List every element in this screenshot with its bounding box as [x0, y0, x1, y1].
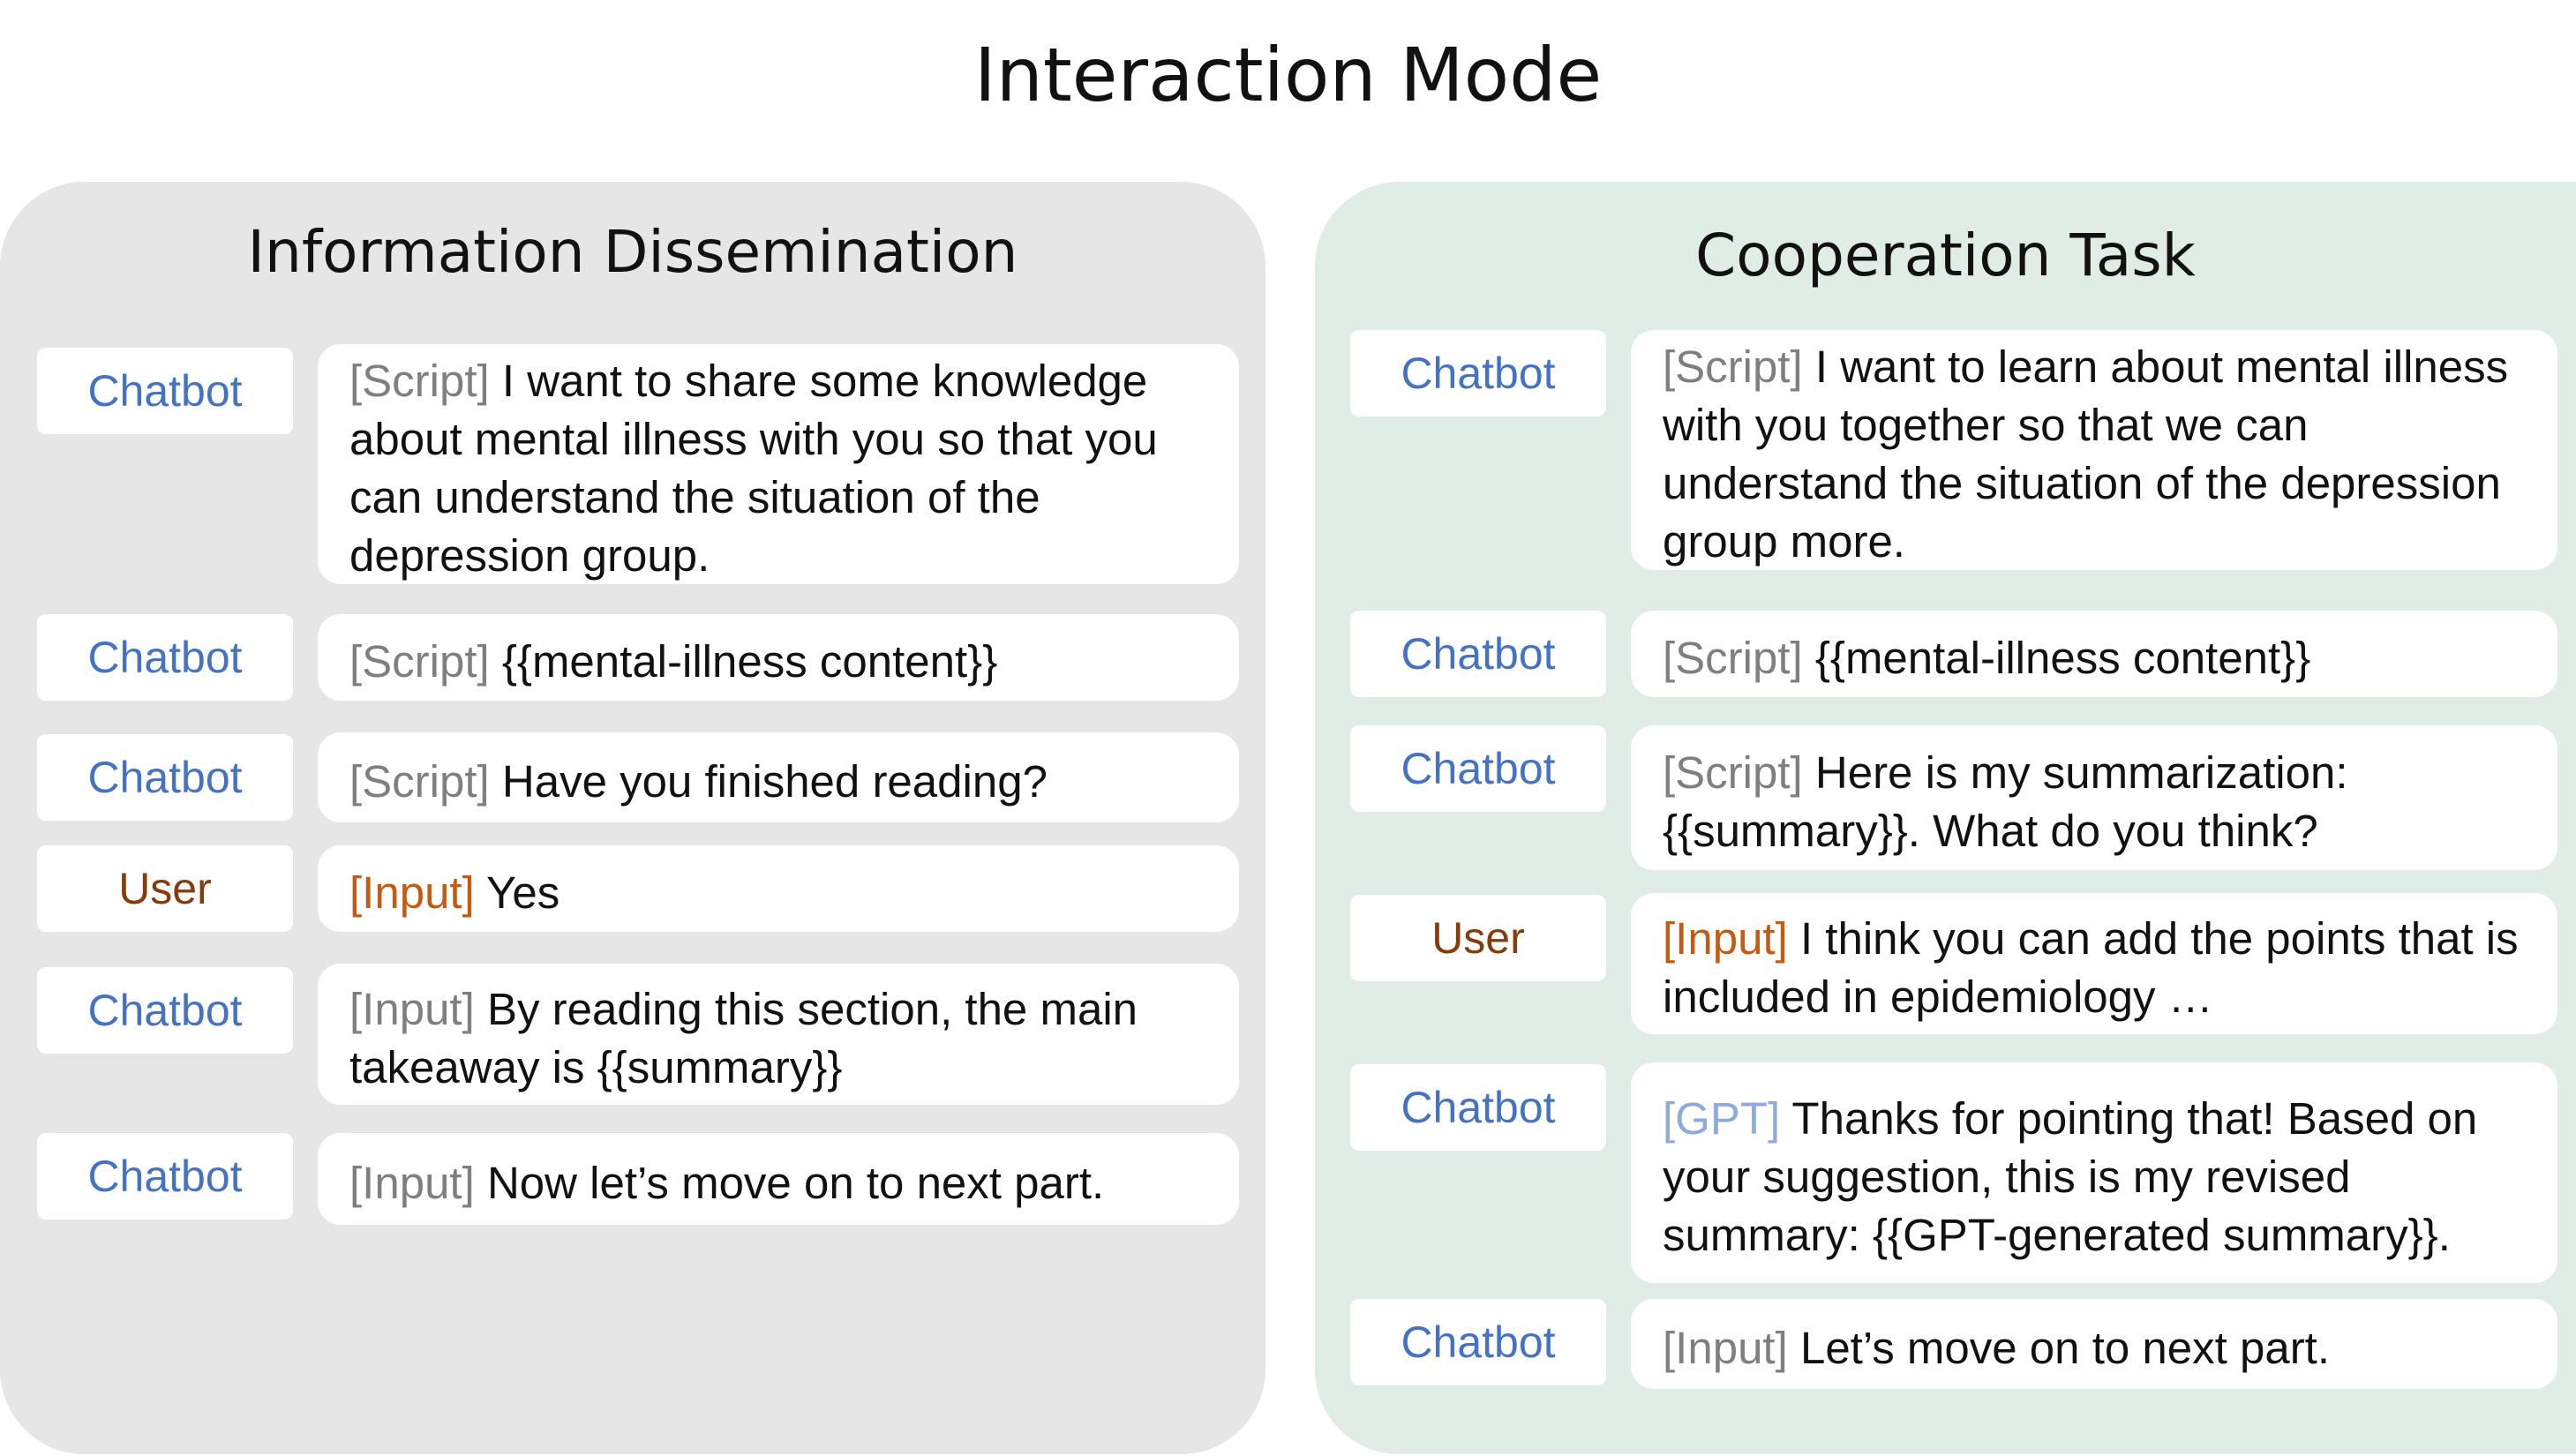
message-text: I think you can add the points that is i…	[1663, 913, 2519, 1022]
message-text: Have you finished reading?	[489, 756, 1048, 807]
message-text: I want to share some knowledge about men…	[349, 356, 1158, 581]
panel-title: Information Dissemination	[247, 218, 1018, 286]
panel-cooperation-task: Cooperation Task Chatbot [Script] I want…	[1315, 182, 2576, 1454]
message-bubble: [Input] Yes	[318, 845, 1239, 932]
message-tag: [Input]	[349, 867, 475, 918]
main-title: Interaction Mode	[973, 32, 1603, 118]
message-bubble: [Input] By reading this section, the mai…	[318, 964, 1239, 1105]
message-bubble: [Script] Here is my summarization: {{sum…	[1631, 725, 2557, 870]
role-label-user: User	[37, 845, 293, 932]
message-tag: [Script]	[349, 756, 490, 807]
message-bubble: [Script] {{mental-illness content}}	[318, 614, 1239, 701]
message-bubble: [Input] I think you can add the points t…	[1631, 893, 2557, 1034]
message-tag: [Input]	[1663, 913, 1788, 964]
message-tag: [Script]	[1663, 341, 1803, 392]
message-bubble: [Script] Have you finished reading?	[318, 732, 1239, 822]
role-label-chatbot: Chatbot	[37, 734, 293, 821]
message-bubble: [Script] {{mental-illness content}}	[1631, 611, 2557, 697]
role-label-chatbot: Chatbot	[1350, 611, 1606, 697]
role-label-chatbot: Chatbot	[1350, 1299, 1606, 1385]
message-text: {{mental-illness content}}	[1802, 633, 2311, 683]
message-bubble: [Input] Now let’s move on to next part.	[318, 1133, 1239, 1225]
message-tag: [Script]	[349, 356, 490, 406]
message-bubble: [Script] I want to share some knowledge …	[318, 344, 1239, 584]
message-text: By reading this section, the main takeaw…	[349, 984, 1138, 1092]
message-tag: [Script]	[349, 636, 490, 687]
role-label-user: User	[1350, 895, 1606, 981]
role-label-chatbot: Chatbot	[37, 614, 293, 701]
message-tag: [Input]	[349, 984, 475, 1034]
role-label-chatbot: Chatbot	[1350, 725, 1606, 812]
message-text: Here is my summarization: {{summary}}. W…	[1663, 747, 2348, 856]
message-tag: [Script]	[1663, 747, 1803, 798]
role-label-chatbot: Chatbot	[37, 967, 293, 1054]
role-label-chatbot: Chatbot	[1350, 330, 1606, 417]
panel-information-dissemination: Information Dissemination Chatbot [Scrip…	[0, 182, 1265, 1454]
message-bubble: [Input] Let’s move on to next part.	[1631, 1299, 2557, 1389]
message-text: Let’s move on to next part.	[1787, 1323, 2331, 1373]
panel-title: Cooperation Task	[1695, 221, 2196, 289]
message-tag: [GPT]	[1663, 1093, 1781, 1144]
message-text: Now let’s move on to next part.	[474, 1158, 1105, 1208]
message-text: Yes	[474, 867, 560, 918]
role-label-chatbot: Chatbot	[37, 1133, 293, 1220]
message-tag: [Script]	[1663, 633, 1803, 683]
message-tag: [Input]	[1663, 1323, 1788, 1373]
message-text: {{mental-illness content}}	[489, 636, 998, 687]
message-tag: [Input]	[349, 1158, 475, 1208]
message-text: I want to learn about mental illness wit…	[1663, 341, 2509, 567]
message-bubble: [Script] I want to learn about mental il…	[1631, 330, 2557, 570]
message-text: Thanks for pointing that! Based on your …	[1663, 1093, 2478, 1260]
role-label-chatbot: Chatbot	[37, 348, 293, 434]
message-bubble: [GPT] Thanks for pointing that! Based on…	[1631, 1062, 2557, 1283]
role-label-chatbot: Chatbot	[1350, 1064, 1606, 1151]
